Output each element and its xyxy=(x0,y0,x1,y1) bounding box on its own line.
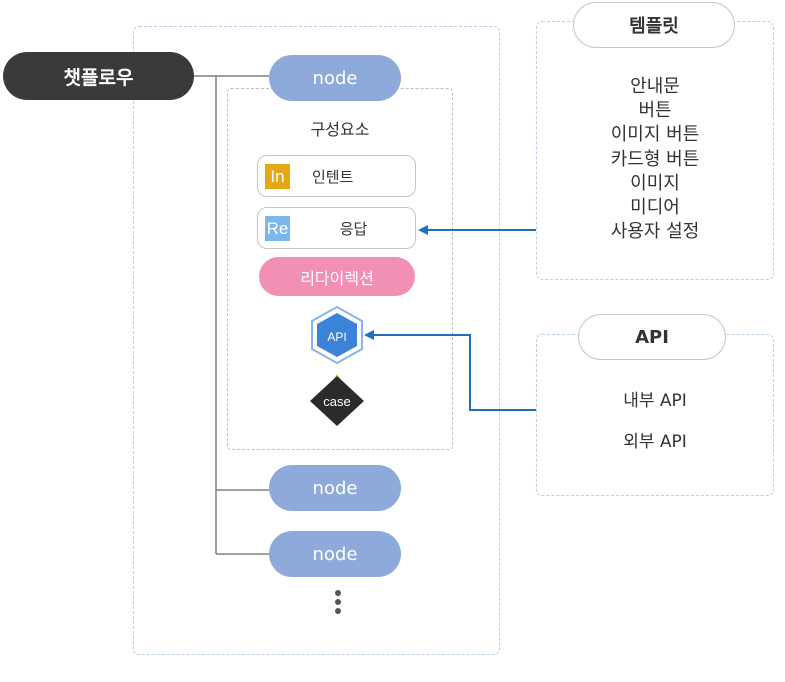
components-title: 구성요소 xyxy=(310,120,370,139)
node-pill: node xyxy=(269,55,401,101)
redirection-component: 리다이렉션 xyxy=(259,257,415,296)
chatflow-pill: 챗플로우 xyxy=(3,52,194,100)
api-icon-label: API xyxy=(327,330,346,344)
intent-badge-icon: In xyxy=(265,164,290,189)
api-panel-title: API xyxy=(635,326,669,348)
case-diamond-icon: case xyxy=(310,374,364,426)
template-panel-title: 템플릿 xyxy=(629,16,679,37)
intent-label: 인텐트 xyxy=(312,167,354,186)
node-label: node xyxy=(312,67,358,89)
api-item: 내부 API xyxy=(623,391,687,411)
intent-component: In 인텐트 xyxy=(257,155,416,197)
response-badge-icon: Re xyxy=(265,216,290,241)
chatflow-container xyxy=(133,26,500,655)
template-list: 안내문 버튼 이미지 버튼 카드형 버튼 이미지 미디어 사용자 설정 xyxy=(536,75,774,244)
tree-lines xyxy=(192,75,269,555)
api-hexagon-icon: API xyxy=(311,305,363,365)
response-component: Re 응답 xyxy=(257,207,416,249)
api-arrow xyxy=(364,330,536,411)
more-vertical-icon xyxy=(334,590,342,620)
template-item: 사용자 설정 xyxy=(610,221,700,243)
case-icon-label: case xyxy=(323,394,350,409)
node-pill: node xyxy=(269,465,401,511)
template-item: 미디어 xyxy=(630,197,680,219)
api-panel-header: API xyxy=(578,314,726,360)
template-item: 안내문 xyxy=(630,76,680,97)
template-item: 버튼 xyxy=(638,100,672,122)
node-pill: node xyxy=(269,531,401,577)
template-panel-header: 템플릿 xyxy=(573,2,735,48)
response-label: 응답 xyxy=(339,219,368,238)
chatflow-label: 챗플로우 xyxy=(63,66,134,89)
api-item: 외부 API xyxy=(623,432,687,452)
node-label: node xyxy=(312,477,358,499)
node-label: node xyxy=(312,543,358,565)
redirection-label: 리다이렉션 xyxy=(300,268,374,288)
template-item: 이미지 xyxy=(630,172,680,194)
template-item: 이미지 버튼 xyxy=(610,124,700,146)
template-item: 카드형 버튼 xyxy=(610,148,700,170)
